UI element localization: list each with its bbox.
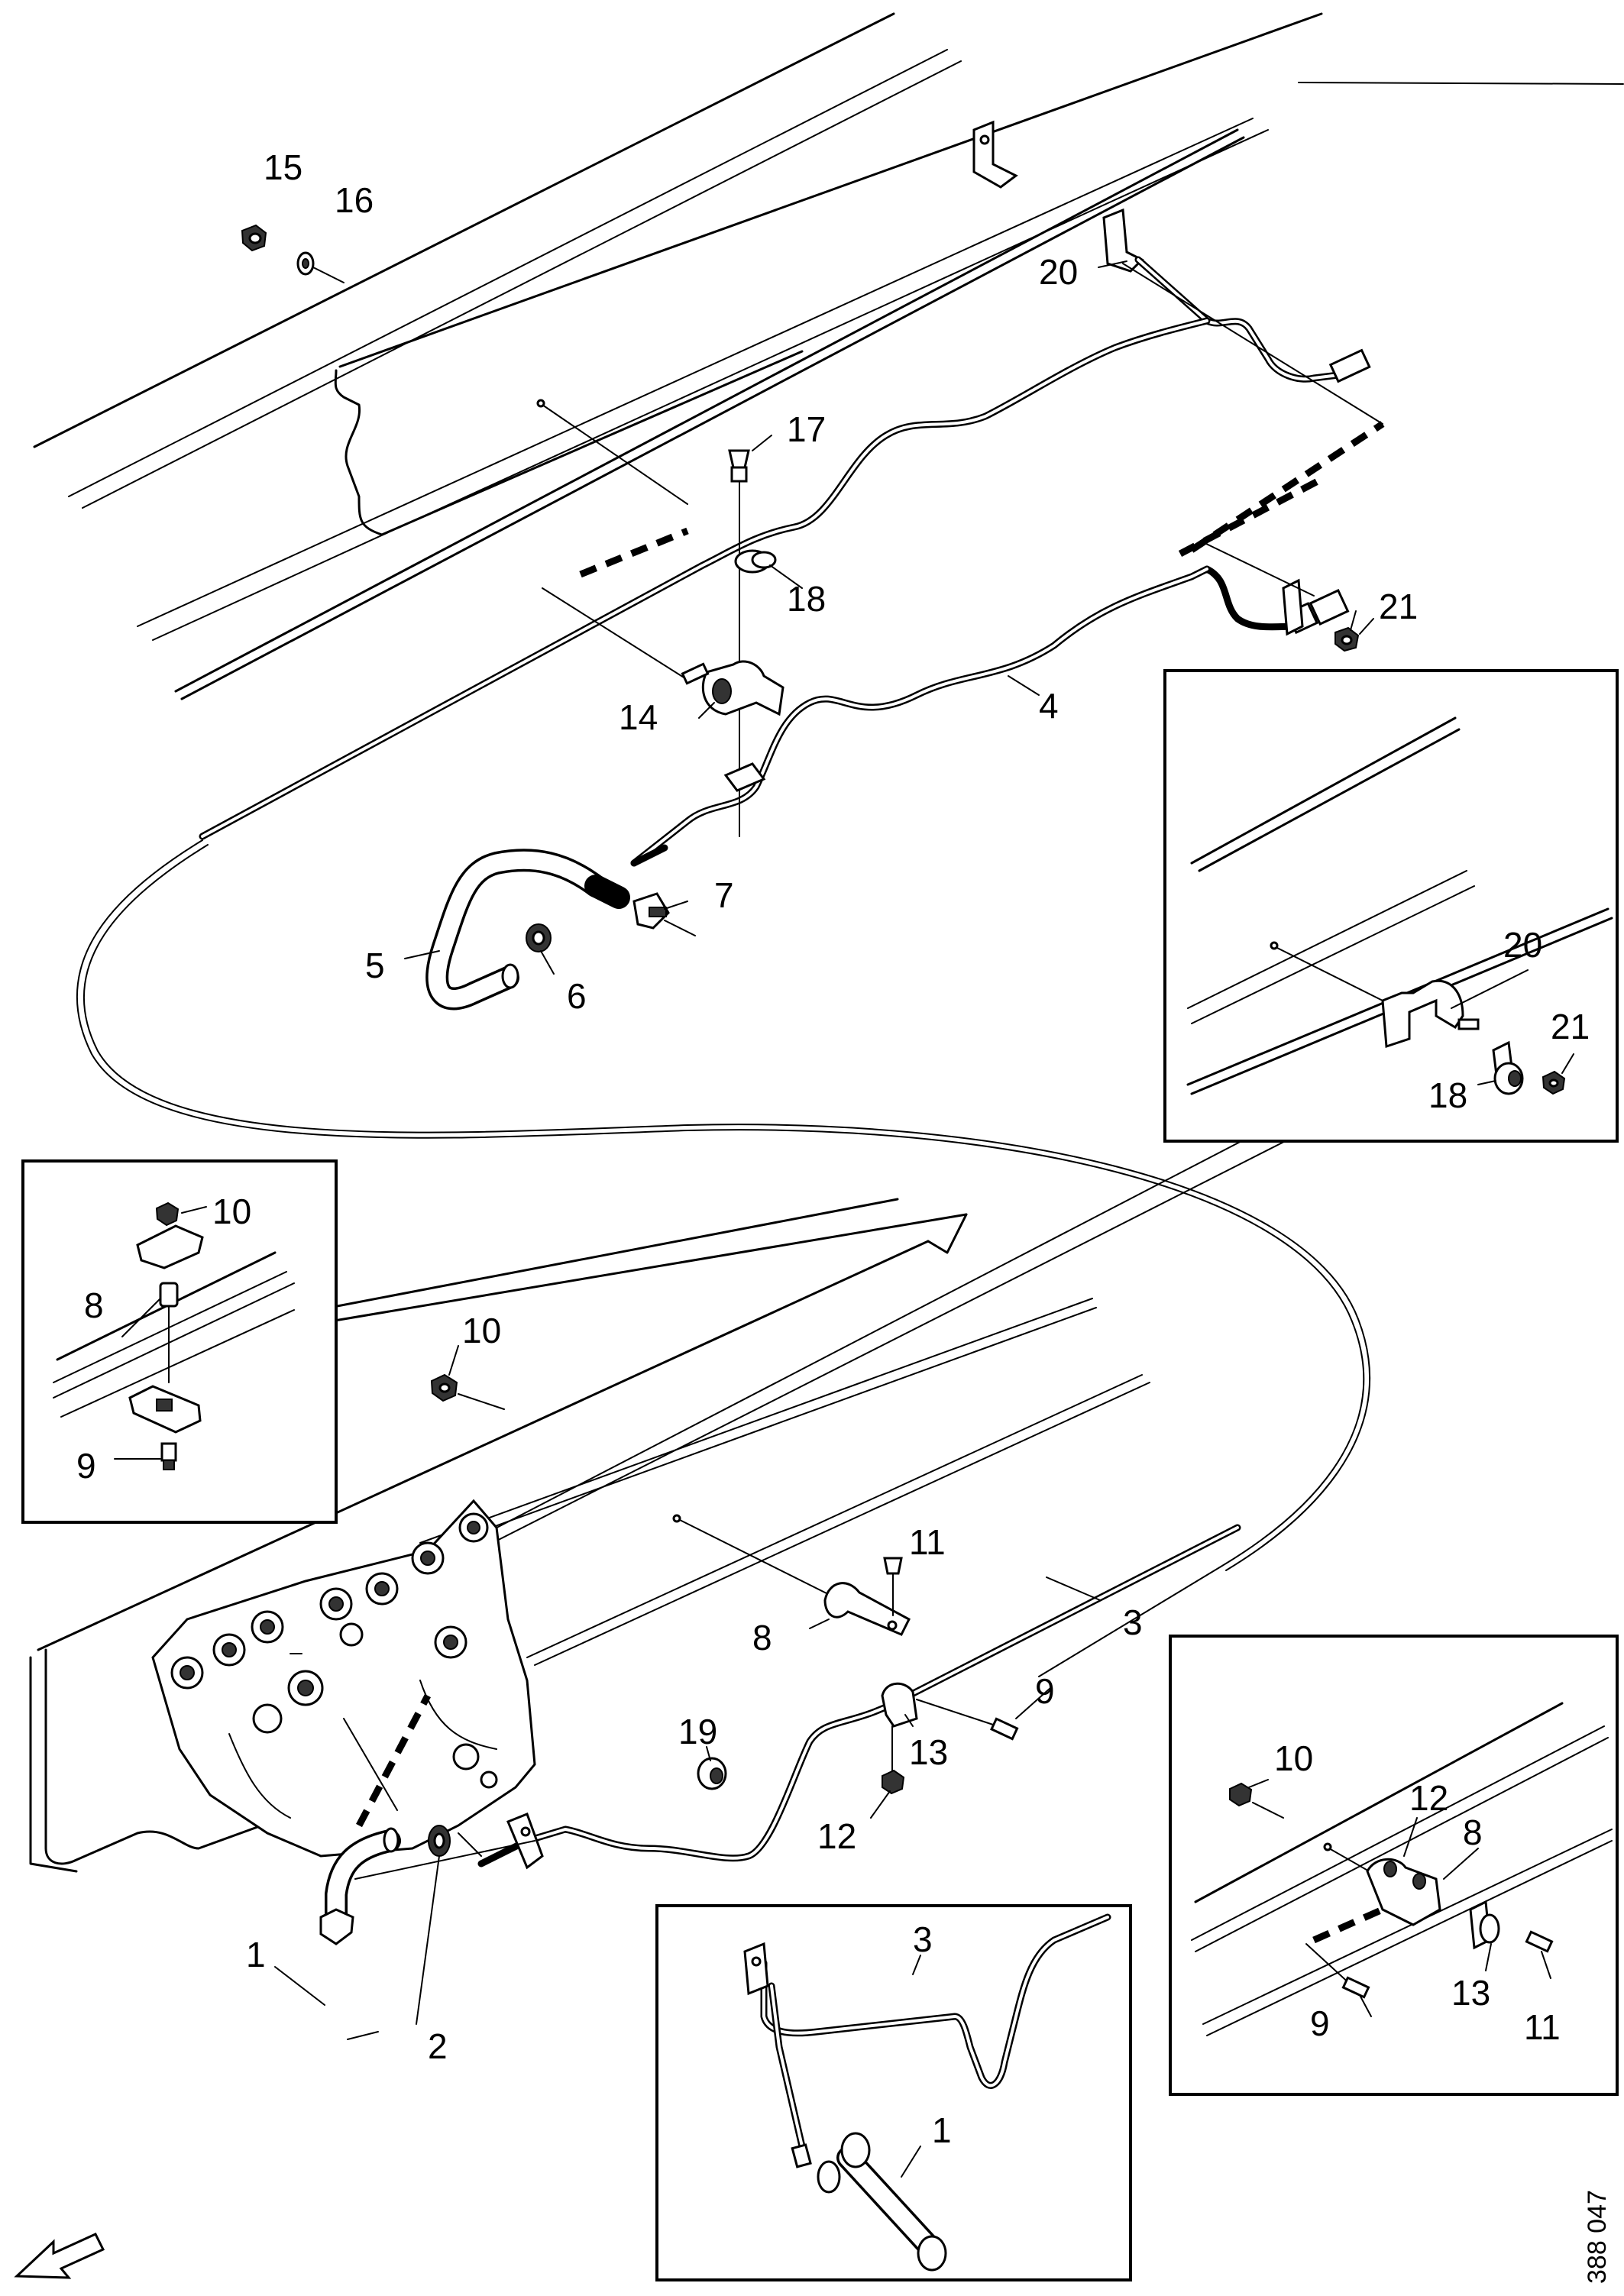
pipe-3-loop xyxy=(76,839,1371,1677)
inset-br-callout-10: 10 xyxy=(1274,1738,1313,1778)
pipe-3 xyxy=(354,1524,1241,1880)
engine-bracket-casting xyxy=(151,1499,536,1858)
inset-left xyxy=(21,1159,338,1524)
leader-lines xyxy=(114,260,1574,2178)
inset-br-callout-13: 13 xyxy=(1451,1973,1490,2013)
inset-tr-callout-20: 20 xyxy=(1503,925,1542,965)
callout-2: 2 xyxy=(428,2026,448,2066)
callout-12: 12 xyxy=(817,1816,856,1856)
callout-9: 9 xyxy=(1035,1671,1055,1711)
callout-17: 17 xyxy=(787,409,826,449)
inset-br-callout-12: 12 xyxy=(1409,1778,1448,1818)
inset-left-callout-9: 9 xyxy=(76,1446,96,1486)
nut-10-lower xyxy=(430,1373,505,1410)
callout-15: 15 xyxy=(264,147,302,187)
callout-13: 13 xyxy=(909,1732,948,1772)
front-direction-arrow-icon xyxy=(14,2233,105,2279)
document-number: 388 047 xyxy=(1583,2190,1612,2284)
callout-6: 6 xyxy=(567,976,587,1016)
inset-bc-callout-1: 1 xyxy=(932,2110,952,2150)
callout-16: 16 xyxy=(335,180,374,220)
callout-4: 4 xyxy=(1039,686,1059,726)
nut-21-top xyxy=(1334,626,1360,652)
inset-bc-callout-3: 3 xyxy=(913,1919,933,1959)
inset-bottom-center xyxy=(655,1904,1132,2281)
callout-18: 18 xyxy=(787,579,826,619)
callout-8: 8 xyxy=(752,1618,772,1657)
inset-tr-callout-21: 21 xyxy=(1551,1007,1590,1046)
inset-br-callout-8: 8 xyxy=(1463,1813,1483,1852)
upper-dashed-leaders xyxy=(536,263,1385,681)
callout-7: 7 xyxy=(714,875,734,915)
inset-tr-callout-18: 18 xyxy=(1428,1075,1467,1115)
upper-rail-bracket xyxy=(972,120,1144,273)
lower-clamp-assembly xyxy=(672,1514,1019,1795)
inset-left-callout-8: 8 xyxy=(84,1285,104,1325)
callout-20: 20 xyxy=(1039,252,1078,292)
callout-11: 11 xyxy=(909,1522,946,1562)
inset-bottom-right xyxy=(1169,1635,1619,2096)
upper-frame-rail xyxy=(33,12,1624,700)
callout-19: 19 xyxy=(678,1712,717,1751)
callout-14: 14 xyxy=(619,697,658,737)
callout-labels: 15 16 17 18 20 21 14 4 5 6 7 3 8 9 11 13… xyxy=(76,147,1590,2150)
fitting-19 xyxy=(697,1757,727,1790)
callout-21: 21 xyxy=(1379,587,1418,626)
callout-10-main: 10 xyxy=(462,1311,501,1350)
inset-top-right xyxy=(1163,669,1619,1143)
inset-br-callout-11: 11 xyxy=(1524,2007,1561,2047)
nut-washer-15-16 xyxy=(241,224,345,283)
clamp-assembly-14-17-18 xyxy=(681,449,785,837)
inset-br-callout-9: 9 xyxy=(1310,2003,1330,2043)
pipe-4-end-fittings xyxy=(1282,348,1371,636)
hose-1 xyxy=(319,1825,482,1945)
hose-5 xyxy=(425,844,696,1011)
callout-5: 5 xyxy=(365,946,385,985)
callout-3: 3 xyxy=(1123,1602,1143,1642)
inset-left-callout-10: 10 xyxy=(212,1192,251,1231)
callout-1: 1 xyxy=(246,1935,266,1974)
